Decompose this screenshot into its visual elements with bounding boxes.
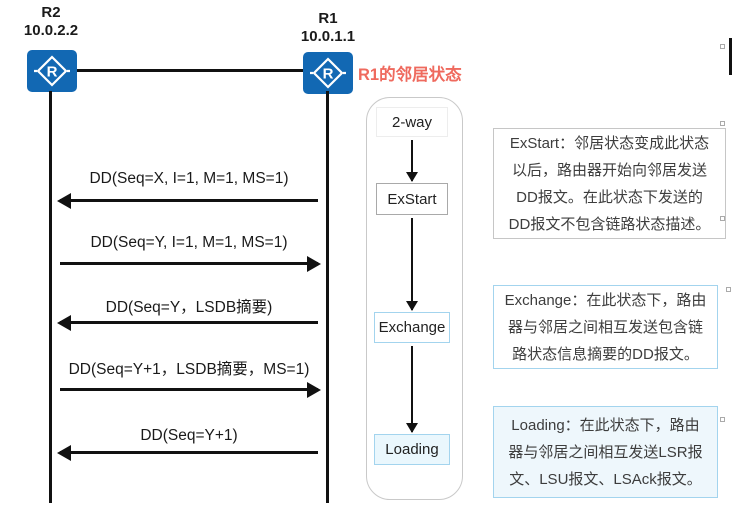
cropped-list-bullet	[720, 417, 725, 422]
message-arrow-left	[57, 444, 318, 461]
message-label: DD(Seq=X, I=1, M=1, MS=1)	[89, 170, 289, 187]
state-exstart: ExStart	[376, 183, 448, 215]
message-label: DD(Seq=Y+1，LSDB摘要，MS=1)	[68, 361, 310, 378]
router-r2-label: R2 10.0.2.2	[6, 4, 96, 40]
state-exchange: Exchange	[374, 312, 450, 343]
router-link-line	[77, 69, 303, 72]
state-loading: Loading	[374, 434, 450, 465]
lifeline-r1	[326, 91, 329, 503]
state-transition-arrow	[406, 140, 418, 182]
message-arrow-right	[60, 381, 321, 398]
router-ip: 10.0.1.1	[300, 28, 356, 45]
message-label: DD(Seq=Y，LSDB摘要)	[105, 299, 273, 316]
router-icon: R	[27, 50, 77, 92]
lifeline-r2	[49, 91, 52, 503]
router-name: R1	[318, 10, 338, 27]
cropped-element	[729, 38, 732, 75]
cropped-list-bullet	[726, 287, 731, 292]
cropped-list-bullet	[720, 121, 725, 126]
router-ip: 10.0.2.2	[23, 22, 79, 39]
state-2way: 2-way	[376, 107, 448, 137]
state-machine-title: R1的邻居状态	[358, 66, 462, 84]
router-icon: R	[303, 52, 353, 94]
state-transition-arrow	[406, 346, 418, 433]
router-glyph: R	[47, 64, 58, 81]
message-label: DD(Seq=Y, I=1, M=1, MS=1)	[90, 234, 288, 251]
message-arrow-right	[60, 255, 321, 272]
cropped-list-bullet	[720, 44, 725, 49]
state-transition-arrow	[406, 218, 418, 311]
note-exchange: Exchange：在此状态下，路由 器与邻居之间相互发送包含链 路状态信息摘要的…	[493, 285, 718, 369]
message-label: DD(Seq=Y+1)	[140, 427, 238, 444]
router-glyph: R	[323, 66, 334, 83]
message-arrow-left	[57, 192, 318, 209]
cropped-list-bullet	[720, 216, 725, 221]
router-r1-label: R1 10.0.1.1	[283, 10, 373, 46]
note-loading: Loading：在此状态下，路由 器与邻居之间相互发送LSR报 文、LSU报文、…	[493, 406, 718, 498]
message-arrow-left	[57, 314, 318, 331]
note-exstart: ExStart：邻居状态变成此状态 以后，路由器开始向邻居发送 DD报文。在此状…	[493, 128, 726, 239]
router-name: R2	[41, 4, 61, 21]
